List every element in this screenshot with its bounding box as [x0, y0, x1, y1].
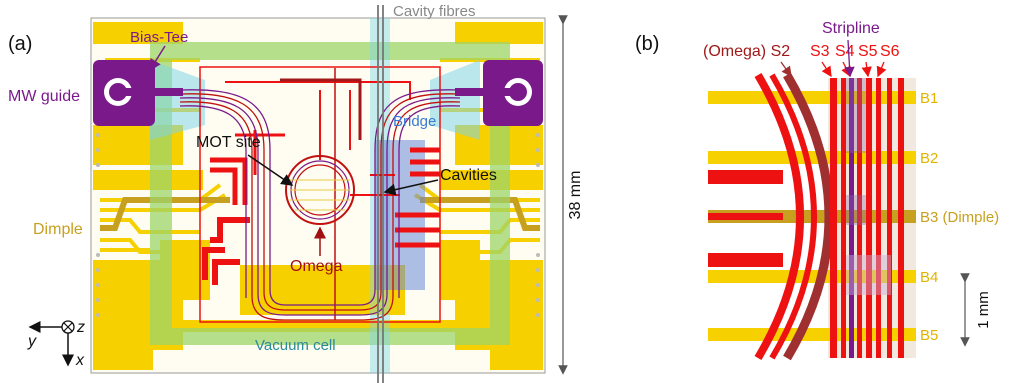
pin-dots: [96, 133, 540, 317]
label-b3: B3 (Dimple): [920, 209, 999, 226]
label-stripline: Stripline: [822, 20, 880, 37]
label-b5: B5: [920, 327, 938, 344]
panel-b: (b): [635, 20, 999, 361]
label-b2: B2: [920, 150, 938, 167]
panel-a-label: (a): [8, 33, 32, 55]
label-arrows: [780, 39, 887, 78]
striplines: [830, 78, 904, 358]
dimple-lead-left: [100, 197, 230, 231]
label-mot-site: MOT site: [196, 134, 261, 151]
bar-b1: [708, 91, 916, 104]
axis-z-label: z: [76, 319, 85, 336]
omega-field-lines: [290, 179, 350, 211]
label-cavity-fibres: Cavity fibres: [393, 3, 476, 20]
stripline-shade-top: [846, 78, 866, 153]
label-dimple: Dimple: [33, 221, 83, 238]
label-bias-tee: Bias-Tee: [130, 29, 188, 46]
stripline-s3: [830, 78, 837, 358]
label-s5: S5: [858, 43, 878, 60]
coordinate-axes: y z x: [27, 319, 85, 369]
mot-site-arrow: [247, 154, 294, 186]
label-s3: S3: [810, 43, 830, 60]
label-cavities: Cavities: [440, 167, 497, 184]
mw-bundle-right: [374, 89, 461, 298]
red-frame: [199, 66, 441, 323]
cavities-arrow: [383, 179, 439, 196]
stripline-s4: [849, 78, 854, 358]
bias-tee-arrow: [149, 45, 166, 72]
label-omega-s2: (Omega) S2: [703, 43, 790, 60]
stripline-s3b: [841, 78, 846, 358]
mw-bundle-left: [179, 89, 271, 298]
label-vacuum-cell: Vacuum cell: [255, 337, 336, 354]
red-stubs: [708, 170, 783, 267]
label-bridge: Bridge: [393, 113, 436, 130]
mw-guide-left: [93, 60, 183, 126]
dark-red-top: [280, 78, 362, 140]
stripline-s6b: [898, 78, 904, 358]
mw-band-left: [150, 60, 205, 140]
stripline-shade-mid: [846, 195, 866, 225]
axis-x-label: x: [75, 352, 85, 369]
bar-b5: [708, 328, 916, 341]
dimple-lead-right: [420, 197, 540, 231]
stripline-s4b: [857, 78, 862, 358]
axis-y-label: y: [27, 333, 37, 350]
label-s4: S4: [835, 43, 855, 60]
panel-a: (a): [8, 3, 584, 383]
label-omega: Omega: [290, 258, 343, 275]
label-s6: S6: [880, 43, 900, 60]
bar-b4: [708, 270, 916, 283]
red-wires: [202, 81, 440, 285]
mw-guide-right: [455, 60, 543, 126]
label-b1: B1: [920, 90, 938, 107]
label-dimension: 38 mm: [567, 171, 584, 220]
panel-b-label: (b): [635, 33, 659, 55]
stripline-s6: [887, 78, 892, 358]
mw-band-right: [430, 60, 480, 140]
label-mw-guide: MW guide: [8, 88, 80, 105]
stripline-s5b: [876, 78, 881, 358]
label-scale: 1 mm: [975, 291, 992, 329]
label-b4: B4: [920, 269, 938, 286]
bar-b2: [708, 151, 916, 164]
stripline-shade-bot: [846, 255, 891, 295]
stripline-s5: [866, 78, 872, 358]
omega-arcs: [754, 72, 834, 361]
